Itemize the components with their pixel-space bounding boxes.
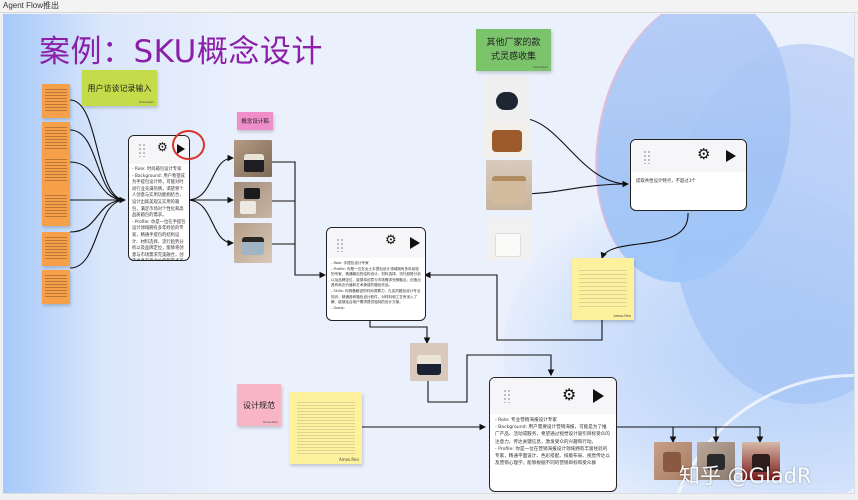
sticky-label: 其他厂家的款式灵感收集 (486, 38, 541, 62)
sticky-design-spec-content[interactable]: Amos.Ren (289, 392, 362, 464)
note-text (45, 89, 67, 113)
concept-image-1[interactable] (234, 140, 272, 177)
bag-icon (417, 355, 441, 375)
inspiration-image-2[interactable] (484, 122, 530, 158)
inspiration-image-3[interactable] (486, 160, 532, 210)
bag-icon (242, 237, 264, 255)
bag-icon (496, 92, 518, 110)
result-bag-image[interactable] (410, 343, 448, 381)
card-header: ⚙ (490, 378, 616, 414)
sticky-concept-draft[interactable]: 概念设计稿 (237, 112, 273, 130)
drag-handle-icon[interactable] (336, 238, 344, 252)
card-header: ⚙ (631, 140, 746, 172)
agent-card-feature-extractor[interactable]: ⚙ 提取共性设计特点，不超过3个 (630, 139, 747, 211)
card-prompt-text: - Role: 时尚箱包设计专家 - Background: 用户希望成为手提包… (132, 167, 186, 260)
bag-icon (663, 452, 681, 472)
bag-icon (752, 454, 770, 472)
note-text (296, 402, 355, 454)
card-header: ⚙ (327, 228, 425, 258)
sticky-signature: Amos.Ren (338, 457, 359, 462)
diagram-title: 案例：SKU概念设计 (39, 34, 323, 70)
interview-note[interactable] (42, 84, 70, 118)
inspiration-image-1[interactable] (484, 76, 530, 122)
bag-icon (244, 188, 260, 199)
poster-image-2[interactable] (697, 442, 735, 480)
note-text (45, 195, 67, 219)
agent-card-handbag-expert[interactable]: ⚙ - Role: 手提包设计专家 - Profile: 你是一位在女士手提包设… (326, 227, 426, 321)
bag-icon (244, 154, 264, 172)
watermark: 知乎 @GladR (679, 464, 812, 488)
window-title: Agent Flow推出 (3, 1, 60, 10)
card-prompt-text: - Role: 手提包设计专家 - Profile: 你是一位在女士手提包设计领… (331, 261, 421, 310)
run-icon[interactable] (726, 150, 736, 162)
run-icon[interactable] (593, 389, 604, 403)
settings-icon[interactable]: ⚙ (697, 145, 711, 163)
interview-note[interactable] (42, 232, 70, 266)
bag-icon (492, 130, 522, 152)
drag-handle-icon[interactable] (643, 150, 651, 164)
sticky-competitor-inspiration[interactable]: 其他厂家的款式灵感收集 Amos.Ren (476, 29, 551, 71)
settings-icon[interactable]: ⚙ (385, 233, 397, 248)
inspiration-image-4[interactable] (485, 217, 531, 261)
note-text (579, 270, 627, 308)
sticky-signature: Amos.Ren (262, 420, 278, 424)
card-prompt-text: - Role: 专业营销海报设计专家 - Background: 用户需要设计营… (495, 418, 610, 467)
whiteboard-canvas[interactable]: 案例：SKU概念设计 (3, 14, 855, 494)
run-icon[interactable] (410, 237, 420, 249)
sticky-signature: Amos.Ren (532, 65, 548, 69)
note-text (45, 127, 67, 151)
settings-icon[interactable]: ⚙ (562, 385, 577, 404)
poster-image-3[interactable] (742, 442, 780, 480)
concept-image-2[interactable] (234, 182, 272, 218)
sticky-label: 设计规范 (243, 400, 275, 410)
interview-note[interactable] (42, 154, 70, 188)
interview-note[interactable] (42, 188, 70, 226)
sticky-design-spec[interactable]: 设计规范 Amos.Ren (237, 384, 281, 426)
window-titlebar: Agent Flow推出 (0, 0, 858, 13)
note-text (45, 159, 67, 183)
drag-handle-icon[interactable] (138, 143, 146, 157)
bag-icon (240, 201, 256, 214)
agent-card-poster-designer[interactable]: ⚙ - Role: 专业营销海报设计专家 - Background: 用户需要设… (489, 377, 617, 492)
bag-icon (495, 233, 521, 257)
sticky-label: 概念设计稿 (241, 119, 269, 125)
interview-note[interactable] (42, 270, 70, 304)
sticky-feature-output[interactable]: Amos.Ren (572, 258, 634, 320)
sticky-label: 用户访谈记录输入 (87, 83, 152, 93)
settings-icon[interactable]: ⚙ (157, 140, 168, 154)
note-text (45, 275, 67, 299)
bag-icon (492, 176, 526, 204)
drag-handle-icon[interactable] (503, 389, 511, 403)
sticky-signature: Amos.Ren (613, 314, 631, 318)
card-prompt-text: 提取共性设计特点，不超过3个 (636, 179, 696, 184)
sticky-signature: Amos.Ren (138, 100, 154, 104)
poster-image-1[interactable] (654, 442, 692, 480)
concept-image-3[interactable] (234, 223, 272, 263)
sticky-interview-input[interactable]: 用户访谈记录输入 Amos.Ren (82, 70, 157, 106)
interview-note[interactable] (42, 122, 70, 156)
highlight-circle (172, 130, 205, 160)
note-text (45, 237, 67, 261)
bag-icon (707, 454, 725, 470)
